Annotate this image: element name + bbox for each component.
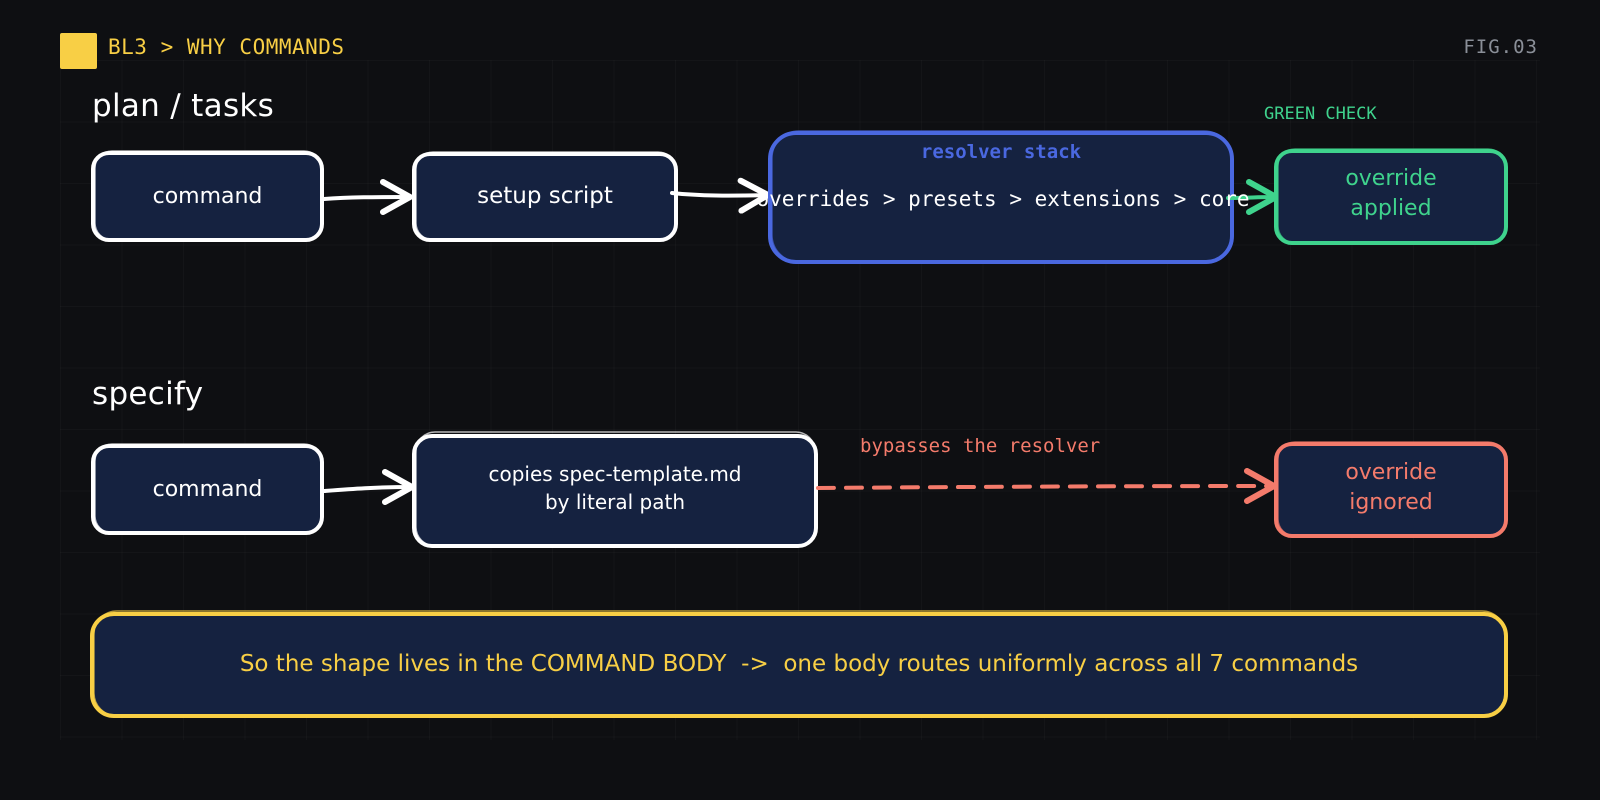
section-title-plan-tasks: plan / tasks (92, 88, 275, 124)
arrow-command-to-setup (322, 179, 413, 216)
arrow-resolver-to-applied (1226, 179, 1279, 216)
resolver-chain: overrides > presets > extensions > core (756, 186, 1250, 211)
bypass-label: bypasses the resolver (860, 435, 1101, 458)
node-label-command-specify: command (152, 476, 263, 502)
breadcrumb: BL3 > WHY COMMANDS (108, 35, 345, 59)
node-command-specify (91, 443, 324, 535)
override-ignored-line1: override (1345, 460, 1437, 486)
node-label-setup-script: setup script (477, 183, 613, 210)
override-ignored-line2: ignored (1349, 490, 1433, 516)
resolver-stack-title: resolver stack (920, 141, 1082, 164)
dashed-bypass-arrow (816, 468, 1277, 505)
copies-template-line2: by literal path (544, 489, 685, 514)
arrow-setup-to-resolver (670, 177, 771, 214)
node-override-applied (1274, 148, 1508, 245)
node-setup-script (412, 151, 678, 242)
node-label-command: command (152, 183, 263, 209)
node-copies-template (412, 431, 818, 548)
node-command-plan (91, 150, 324, 242)
figure-label: FIG.03 (1463, 36, 1538, 58)
override-applied-line1: override (1345, 166, 1437, 192)
copies-template-line1: copies spec-template.md (488, 461, 742, 486)
node-override-ignored (1274, 441, 1508, 538)
override-applied-line2: applied (1350, 196, 1432, 222)
arrow-command-to-copy (322, 469, 415, 506)
conclusion-text: So the shape lives in the COMMAND BODY -… (239, 651, 1359, 678)
header-swatch (60, 33, 97, 69)
section-title-specify: specify (92, 376, 204, 412)
conclusion-banner (90, 610, 1508, 718)
green-check-label: GREEN CHECK (1264, 103, 1377, 124)
